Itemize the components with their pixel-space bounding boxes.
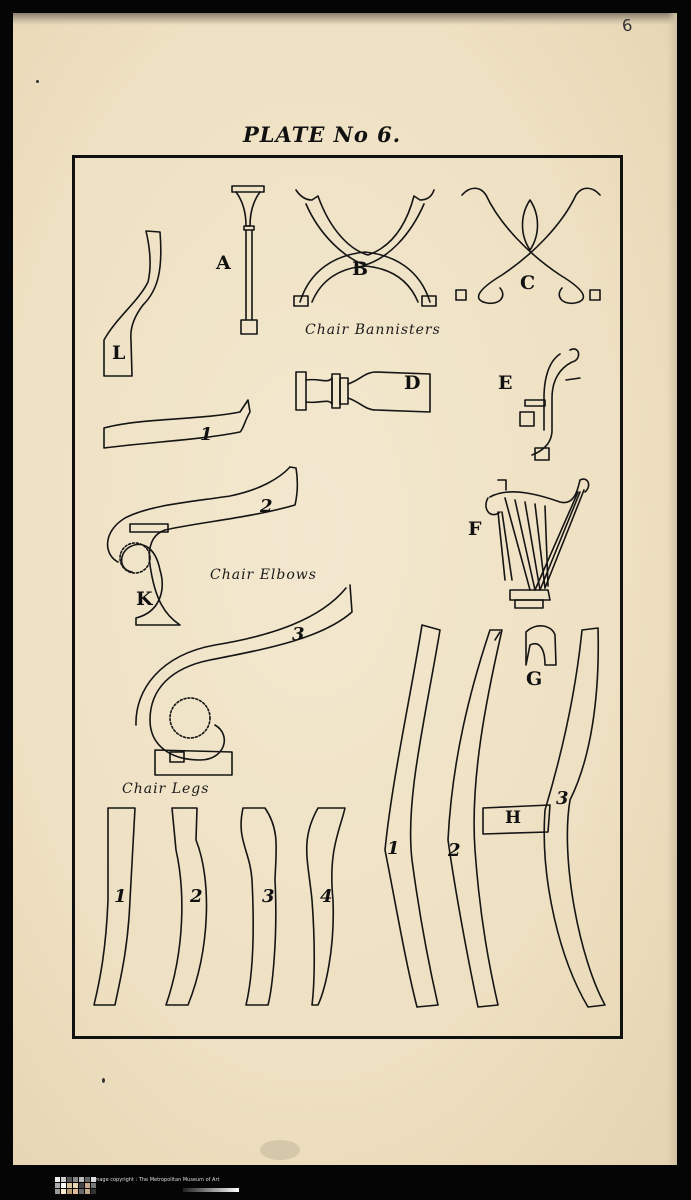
elbow-number-3: 3 xyxy=(292,624,305,645)
short-leg-number-1: 1 xyxy=(114,886,127,907)
tall-leg-number-3: 3 xyxy=(556,788,569,809)
elbow-2-k xyxy=(106,466,299,626)
label-c: C xyxy=(520,272,536,294)
caption-chair-bannisters: Chair Bannisters xyxy=(305,322,441,338)
tall-leg-number-1: 1 xyxy=(387,838,400,859)
tall-leg-1 xyxy=(384,624,441,1008)
page-right-edge xyxy=(667,13,677,1165)
tall-leg-2 xyxy=(447,629,503,1008)
label-h: H xyxy=(505,808,522,828)
copyright-text: Image copyright : The Metropolitan Museu… xyxy=(93,1177,220,1183)
plate-border xyxy=(72,155,623,1039)
short-leg-number-4: 4 xyxy=(320,886,333,907)
ink-speck xyxy=(102,1078,105,1083)
figure-f-harp xyxy=(485,478,590,609)
figure-d-stretcher xyxy=(295,371,431,413)
short-leg-number-3: 3 xyxy=(262,886,275,907)
color-calibration-swatch xyxy=(55,1177,96,1194)
ink-speck xyxy=(36,80,39,83)
elbow-number-1: 1 xyxy=(200,424,213,445)
figure-g xyxy=(525,625,557,666)
short-leg-2 xyxy=(165,807,208,1006)
label-b: B xyxy=(352,258,369,280)
image-footer: Image copyright : The Metropolitan Museu… xyxy=(55,1177,295,1197)
figure-b-bannister xyxy=(293,189,437,307)
page-edge-shadow xyxy=(13,13,677,25)
label-f: F xyxy=(468,518,482,540)
caption-chair-legs: Chair Legs xyxy=(122,781,210,797)
figure-l-bannister xyxy=(103,230,162,377)
grayscale-bar xyxy=(183,1188,239,1192)
plate-title: PLATE No 6. xyxy=(243,122,402,147)
figure-h-rail xyxy=(482,804,551,835)
caption-chair-elbows: Chair Elbows xyxy=(210,567,317,583)
page-stain xyxy=(260,1140,300,1160)
label-k: K xyxy=(136,588,153,610)
tall-leg-3 xyxy=(543,627,606,1008)
short-leg-number-2: 2 xyxy=(190,886,203,907)
elbow-number-2: 2 xyxy=(260,496,273,517)
label-a: A xyxy=(216,252,231,274)
figure-a-bannister xyxy=(231,185,265,335)
label-l: L xyxy=(112,342,126,364)
label-d: D xyxy=(404,372,421,394)
figure-e-bannister xyxy=(519,348,581,461)
short-leg-3 xyxy=(240,807,277,1006)
label-e: E xyxy=(498,372,513,394)
label-g: G xyxy=(526,668,543,690)
short-leg-1 xyxy=(93,807,136,1006)
elbow-3 xyxy=(135,584,353,776)
elbow-1 xyxy=(103,399,251,449)
short-leg-4 xyxy=(305,807,346,1006)
tall-leg-number-2: 2 xyxy=(448,840,461,861)
figure-c-bannister xyxy=(455,187,601,305)
